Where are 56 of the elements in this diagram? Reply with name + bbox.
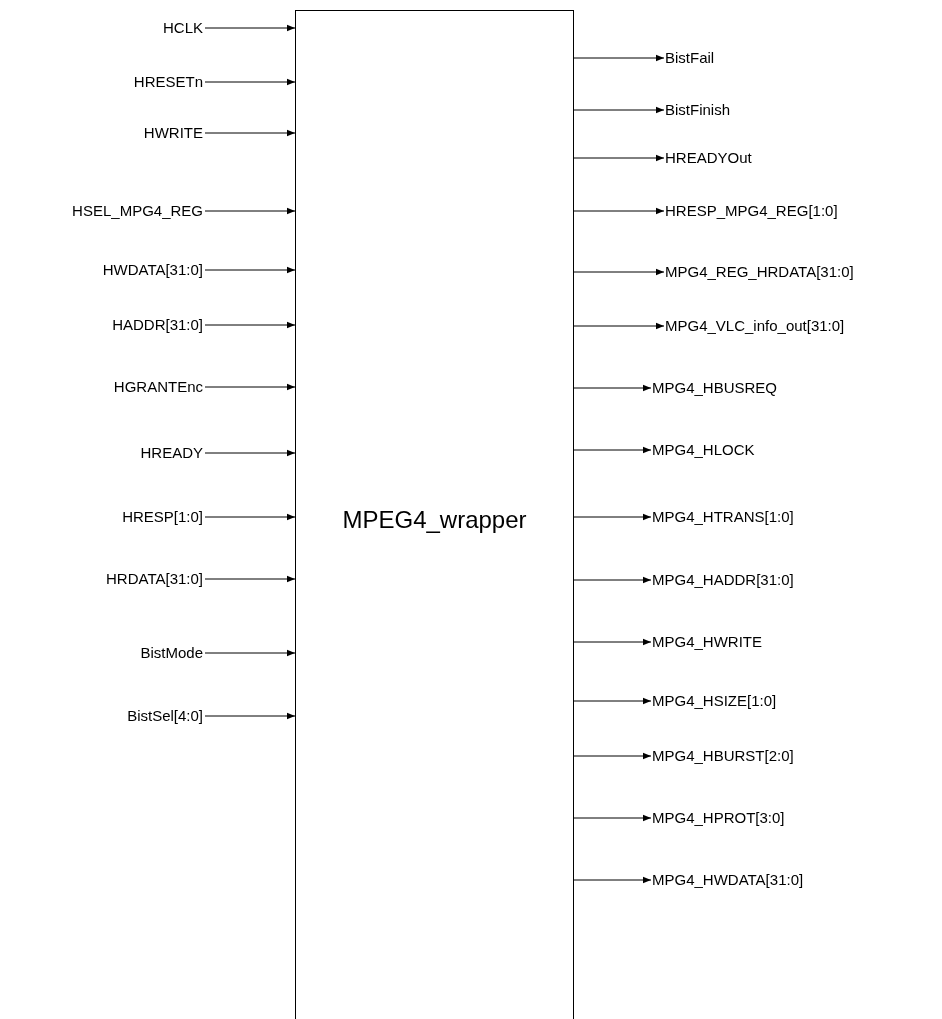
output-signal-name: BistFinish xyxy=(665,101,731,119)
signal-arrow xyxy=(573,513,652,521)
signal-arrow xyxy=(204,266,296,274)
signal-arrow xyxy=(204,513,296,521)
input-signal-name: HRDATA[31:0] xyxy=(106,570,203,588)
output-signal-name: MPG4_HBURST[2:0] xyxy=(652,747,794,765)
signal-arrow xyxy=(573,154,665,162)
module-name: MPEG4_wrapper xyxy=(341,506,528,534)
input-signal-name: HSEL_MPG4_REG xyxy=(72,202,203,220)
output-signal-name: HRESP_MPG4_REG[1:0] xyxy=(665,202,838,220)
input-signal-name: HWRITE xyxy=(143,124,203,142)
output-signal-name: MPG4_HSIZE[1:0] xyxy=(652,692,777,710)
input-signal-name: HRESETn xyxy=(133,73,203,91)
signal-arrow xyxy=(204,207,296,215)
signal-arrow xyxy=(573,207,665,215)
output-signal-name: MPG4_HTRANS[1:0] xyxy=(652,508,794,526)
signal-arrow xyxy=(204,24,296,32)
input-signal-name: HREADY xyxy=(140,444,203,462)
input-signal-name: HADDR[31:0] xyxy=(112,316,203,334)
input-signal-name: HRESP[1:0] xyxy=(122,508,203,526)
signal-arrow xyxy=(573,322,665,330)
signal-arrow xyxy=(573,268,665,276)
signal-arrow xyxy=(573,106,665,114)
output-signal-name: MPG4_VLC_info_out[31:0] xyxy=(665,317,845,335)
output-signal-name: MPG4_HPROT[3:0] xyxy=(652,809,785,827)
module-block xyxy=(295,10,574,1019)
signal-arrow xyxy=(204,575,296,583)
output-signal-name: MPG4_HBUSREQ xyxy=(652,379,778,397)
signal-arrow xyxy=(204,712,296,720)
input-signal-name: BistSel[4:0] xyxy=(127,707,203,725)
signal-arrow xyxy=(573,576,652,584)
signal-arrow xyxy=(204,321,296,329)
output-signal-name: HREADYOut xyxy=(665,149,752,167)
signal-arrow xyxy=(573,697,652,705)
signal-arrow xyxy=(573,876,652,884)
output-signal-name: MPG4_HWDATA[31:0] xyxy=(652,871,804,889)
signal-arrow xyxy=(573,446,652,454)
signal-arrow xyxy=(204,649,296,657)
signal-arrow xyxy=(204,129,296,137)
signal-arrow xyxy=(573,384,652,392)
output-signal-name: MPG4_HWRITE xyxy=(652,633,762,651)
signal-arrow xyxy=(573,638,652,646)
input-signal-name: BistMode xyxy=(140,644,203,662)
input-signal-name: HWDATA[31:0] xyxy=(102,261,203,279)
output-signal-name: BistFail xyxy=(665,49,715,67)
output-signal-name: MPG4_HLOCK xyxy=(652,441,755,459)
input-signal-name: HCLK xyxy=(163,19,203,37)
signal-arrow xyxy=(204,78,296,86)
signal-arrow xyxy=(204,449,296,457)
signal-arrow xyxy=(573,814,652,822)
signal-arrow xyxy=(573,54,665,62)
output-signal-name: MPG4_HADDR[31:0] xyxy=(652,571,794,589)
signal-arrow xyxy=(204,383,296,391)
signal-arrow xyxy=(573,752,652,760)
input-signal-name: HGRANTEnc xyxy=(113,378,203,396)
output-signal-name: MPG4_REG_HRDATA[31:0] xyxy=(665,263,854,281)
